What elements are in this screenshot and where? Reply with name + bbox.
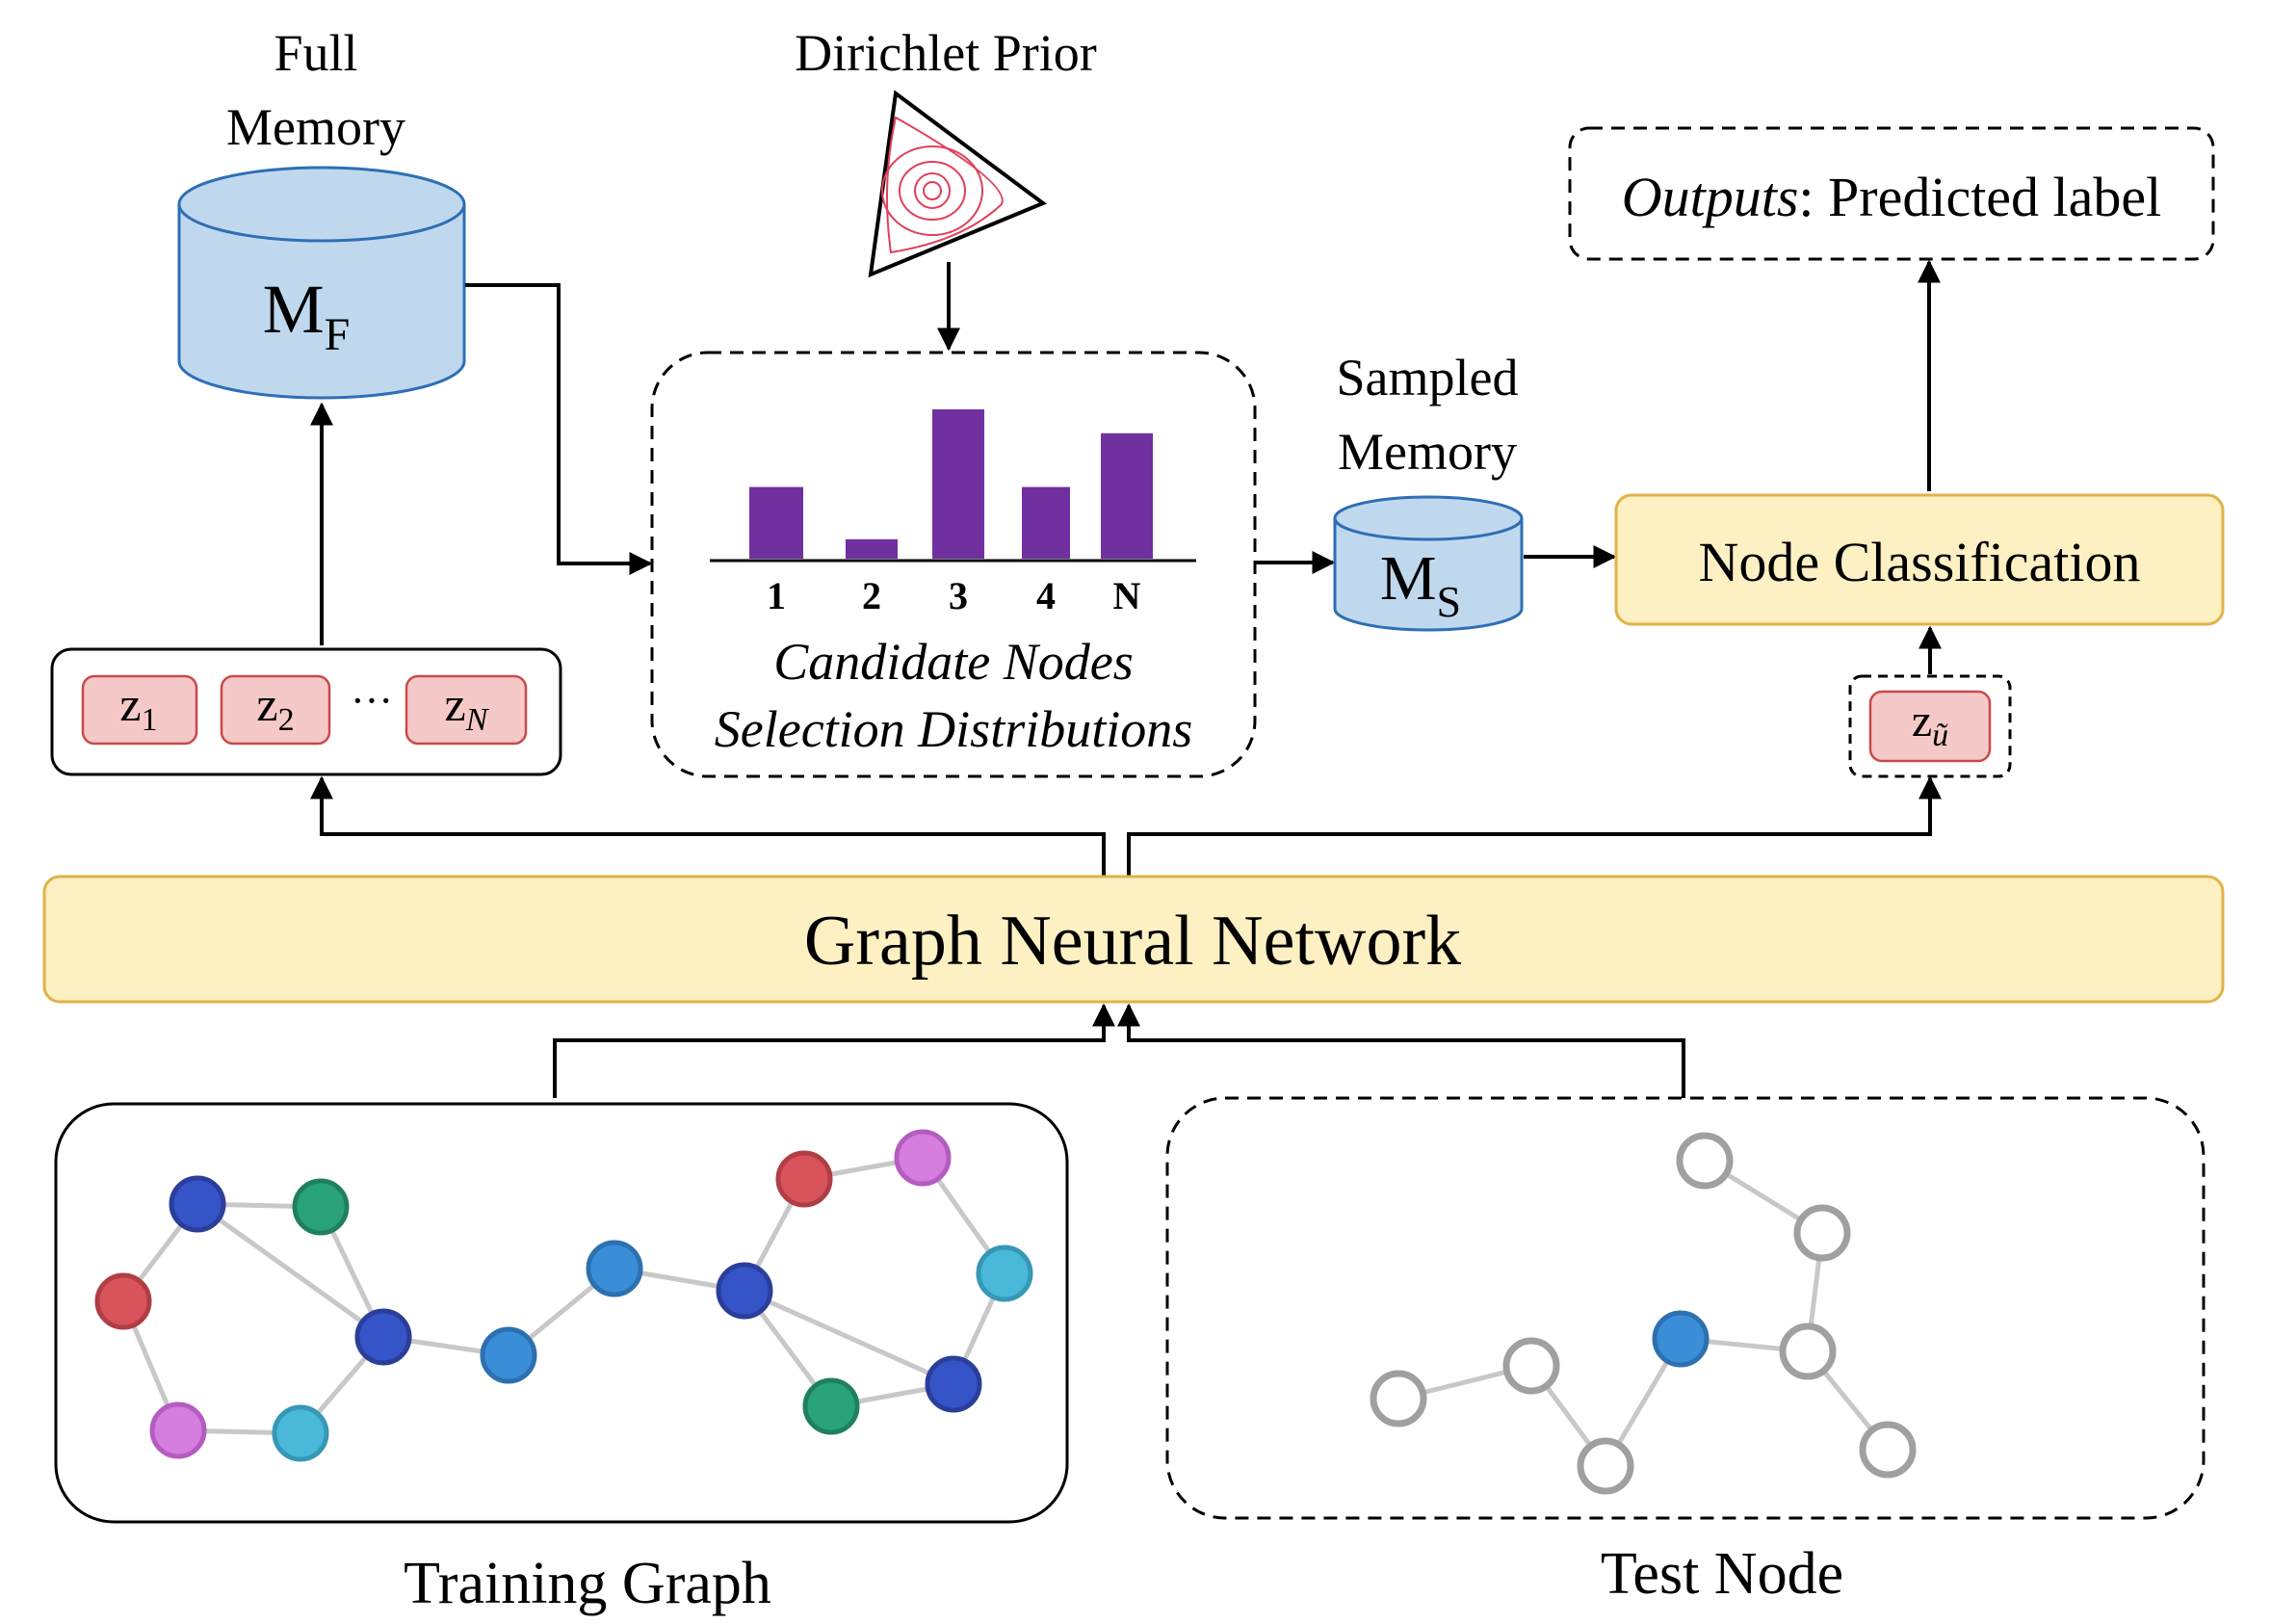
graph-node [292, 1178, 350, 1236]
arrow-training-to-gnn [553, 1003, 1115, 1098]
graph-node [354, 1308, 412, 1366]
dirichlet-prior: Dirichlet Prior [795, 24, 1097, 352]
full-memory-cylinder [177, 204, 466, 400]
embedding-z2-label: z2 [256, 677, 294, 738]
bar-5 [1101, 432, 1153, 559]
graph-neural-network: Graph Neural Network [42, 875, 2225, 1004]
sampled-memory-cylinder-top [1333, 495, 1524, 541]
bar-chart-tick-labels: 1 2 3 4 N [767, 574, 1141, 617]
bar-tick-label: 2 [862, 574, 881, 617]
training-graph-edges [120, 1155, 1007, 1436]
test-node-target [1652, 1310, 1710, 1368]
test-embedding-chip [1868, 690, 1992, 763]
bar-chart-bars [749, 409, 1153, 559]
graph-node [775, 1150, 833, 1208]
graph-node [586, 1240, 643, 1297]
graph-node [1502, 1337, 1560, 1395]
arrow-gnn-to-embeddings [310, 775, 1106, 877]
graph-node [1577, 1437, 1634, 1495]
test-node-box [1165, 1096, 2206, 1520]
sampled-memory-cylinder [1333, 518, 1524, 632]
full-memory-label-line1: Full [274, 24, 357, 82]
graph-node [976, 1244, 1033, 1302]
test-node-label: Test Node [1601, 1541, 1843, 1607]
sampled-memory-label-line1: Sampled [1337, 349, 1519, 406]
embedding-z2 [220, 674, 331, 746]
training-graph-box [54, 1102, 1069, 1524]
graph-node [149, 1401, 207, 1459]
gnn-label: Graph Neural Network [804, 902, 1461, 981]
dirichlet-prior-label: Dirichlet Prior [795, 24, 1096, 82]
bar-tick-label: 3 [949, 574, 968, 617]
arrow-gnn-to-test-embedding [1127, 775, 1942, 877]
bar-2 [846, 538, 898, 559]
dirichlet-contour-icon [881, 116, 1004, 254]
embedding-z1 [81, 674, 198, 746]
graph-node [1779, 1323, 1837, 1380]
bar-tick-label: 1 [767, 574, 786, 617]
test-graph-nodes [1370, 1132, 1917, 1495]
node-classification-label: Node Classification [1698, 531, 2140, 593]
embedding-z1-label: z1 [119, 677, 157, 738]
test-embedding-label: zũ [1912, 695, 1948, 753]
full-memory-label-line2: Memory [226, 98, 405, 156]
outputs-label: Outputs: Predicted label [1622, 166, 2162, 228]
embedding-zn [405, 674, 528, 746]
graph-node [925, 1355, 982, 1413]
embedding-zn-label: zN [445, 677, 490, 738]
graph-node [802, 1377, 860, 1435]
full-memory-cylinder-top [177, 166, 466, 243]
graph-node [1793, 1204, 1851, 1262]
candidate-label-line2: Selection Distributions [715, 700, 1192, 758]
test-node-graph: Test Node [1165, 1096, 2206, 1607]
bar-3 [932, 409, 984, 559]
test-embedding: zũ [1848, 674, 2012, 778]
graph-node [1676, 1132, 1734, 1190]
graph-node [716, 1262, 773, 1320]
graph-node [1859, 1421, 1917, 1479]
sampled-memory-label-line2: Memory [1338, 423, 1517, 481]
graph-node [1370, 1370, 1427, 1428]
bar-1 [749, 486, 803, 559]
sampled-memory-symbol: MS [1380, 543, 1461, 626]
graph-node [272, 1404, 329, 1462]
graph-node [894, 1129, 952, 1187]
arrow-test-to-gnn [1117, 1003, 1685, 1098]
graph-node [169, 1175, 226, 1233]
outputs: Outputs: Predicted label [1568, 126, 2215, 261]
node-classification: Node Classification [1614, 493, 2225, 626]
dirichlet-simplex-icon [868, 90, 1048, 278]
training-graph: Training Graph [54, 1102, 1069, 1616]
bar-tick-label: 4 [1036, 574, 1056, 617]
training-graph-nodes [94, 1129, 1033, 1462]
bar-tick-label: N [1113, 574, 1141, 617]
full-memory: Full Memory MF [177, 24, 466, 400]
bar-4 [1022, 486, 1070, 559]
arrow-memory-to-candidates [465, 283, 653, 575]
node-classification-box [1614, 493, 2225, 626]
candidate-distributions-box: 1 2 3 4 N Candidate Nodes Selection Distribu… [650, 351, 1257, 778]
gnn-box [42, 875, 2225, 1004]
full-memory-symbol: MF [263, 271, 351, 360]
graph-node [94, 1272, 152, 1330]
candidate-label-line1: Candidate Nodes [773, 633, 1134, 691]
embeddings-box: z1 z2 ··· zN [50, 647, 562, 776]
graph-node [480, 1326, 537, 1384]
training-graph-label: Training Graph [404, 1551, 771, 1616]
sampled-memory: Sampled Memory MS [1333, 349, 1524, 632]
embedding-ellipsis: ··· [351, 677, 393, 724]
